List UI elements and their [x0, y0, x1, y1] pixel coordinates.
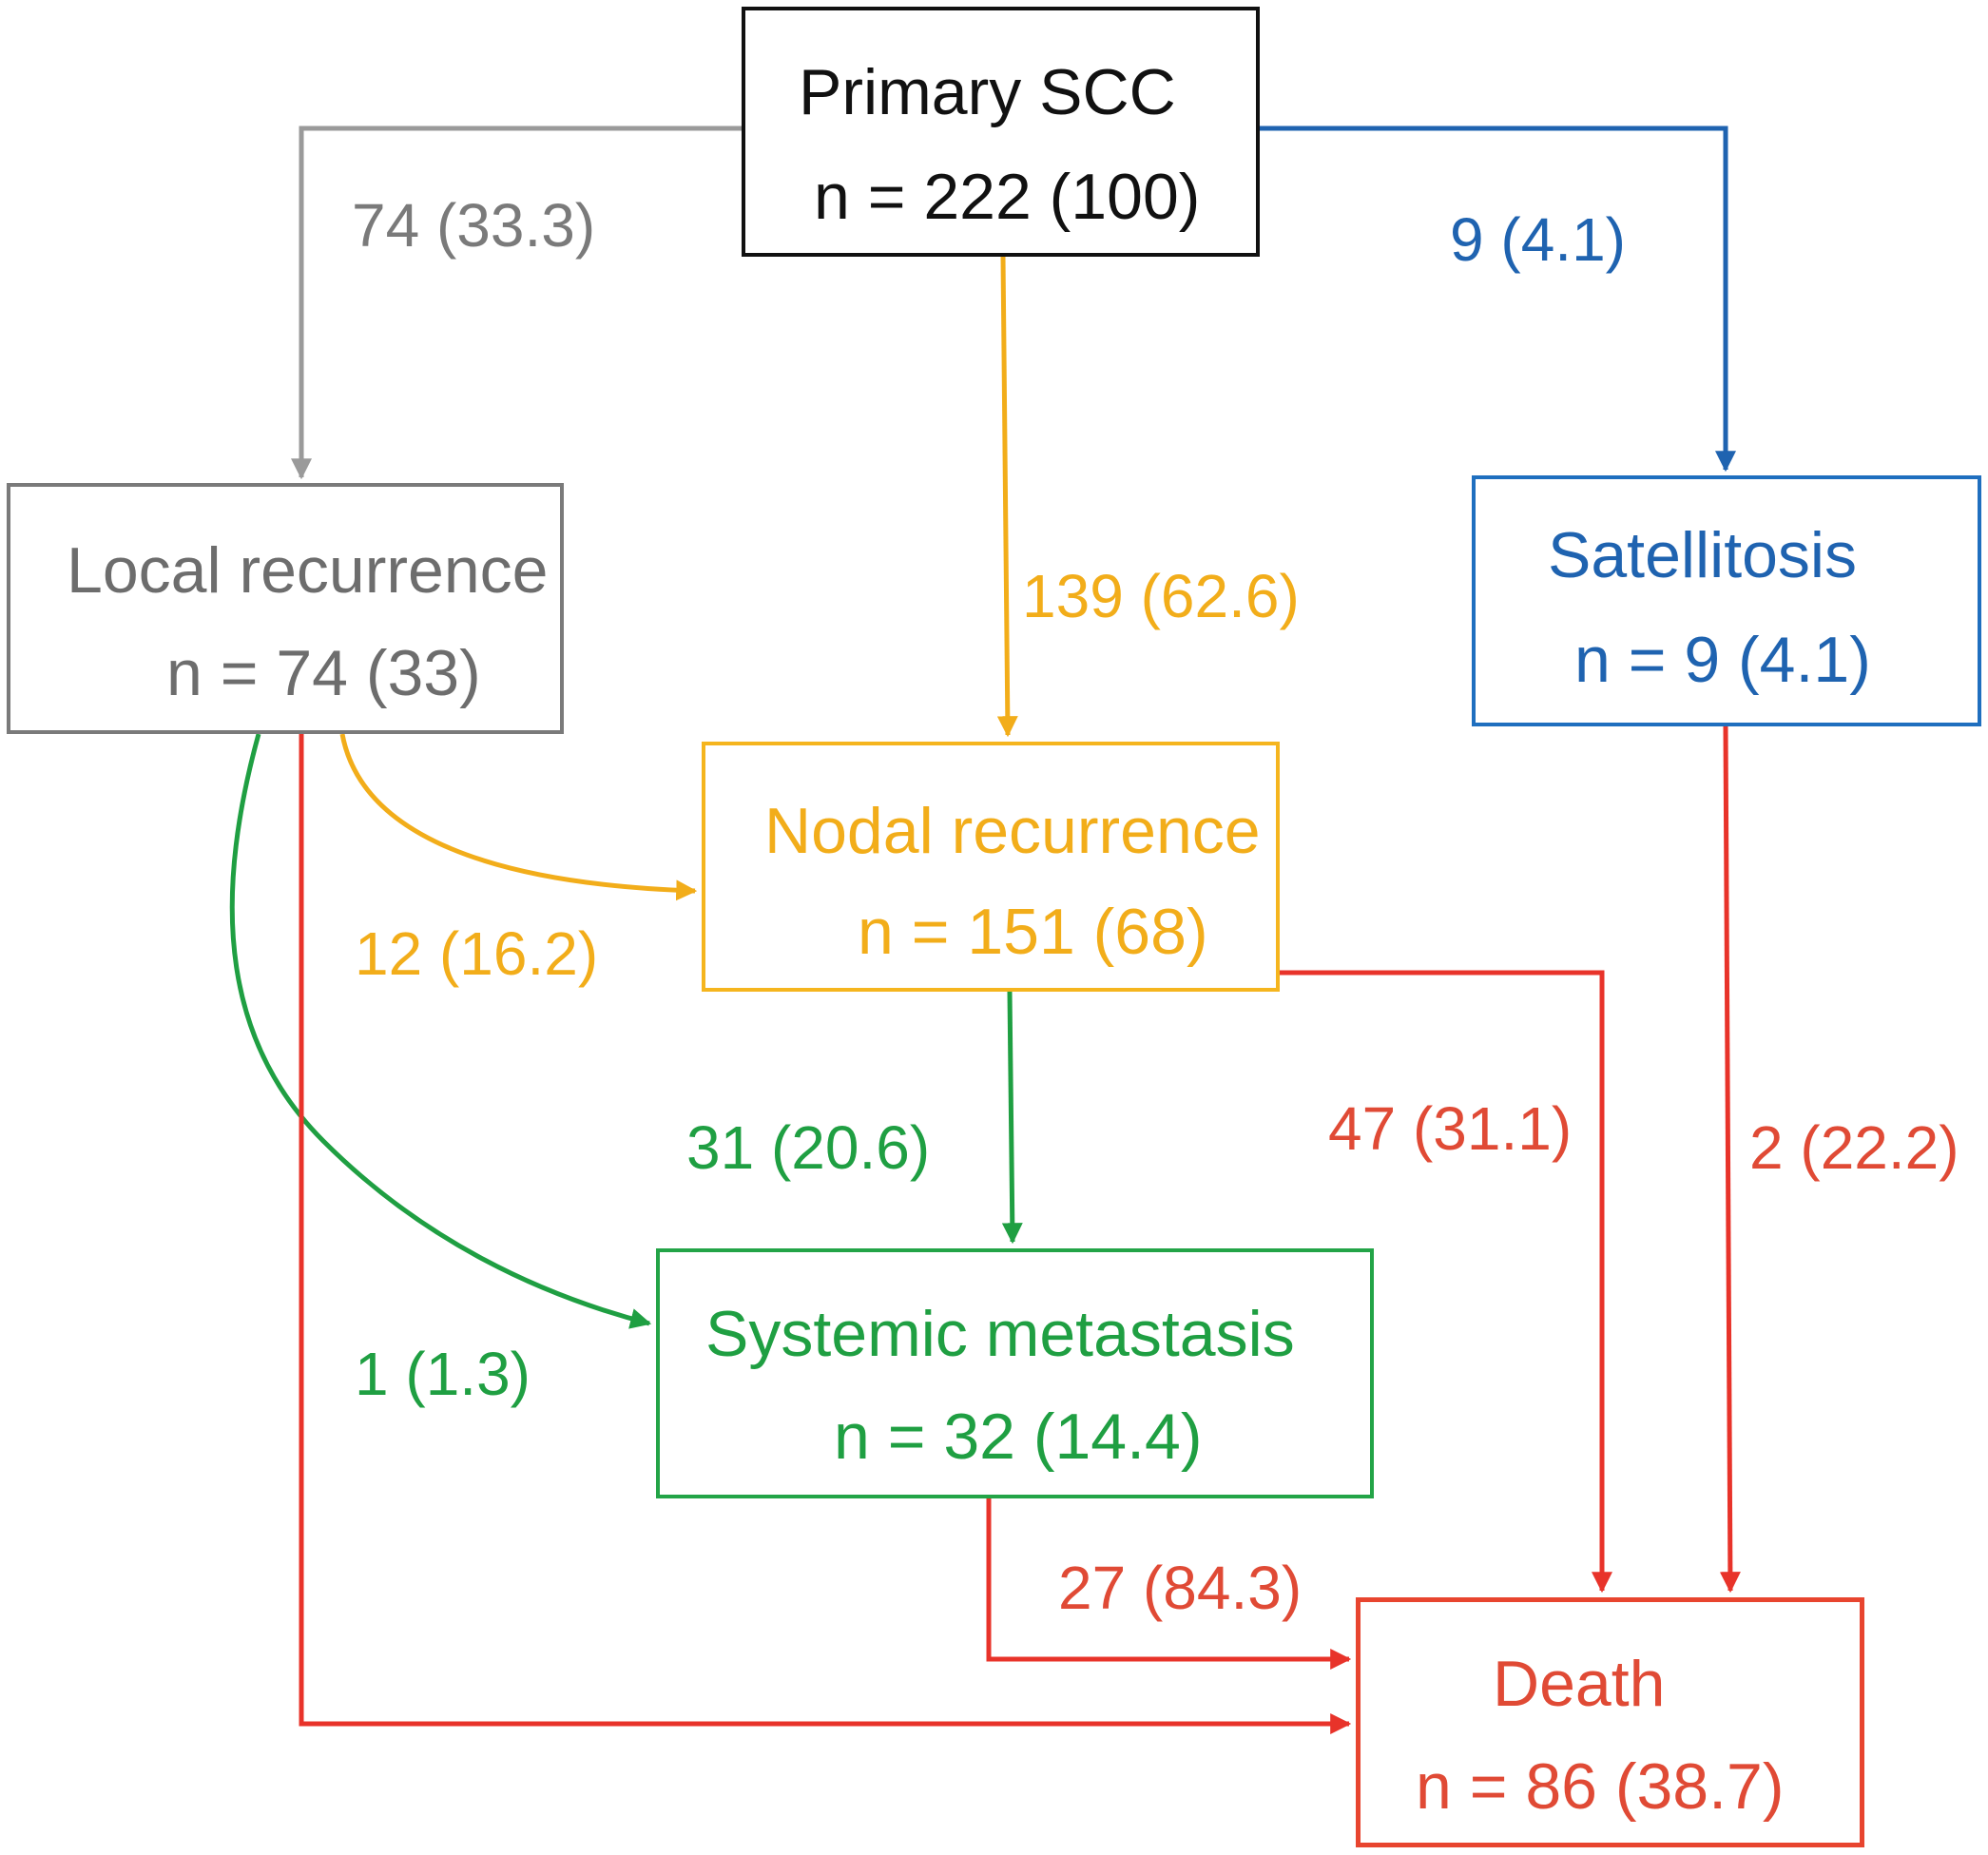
node-title: Satellitosis	[1548, 519, 1858, 591]
edge-label-satellitosis-to-death: 2 (22.2)	[1749, 1113, 1959, 1182]
node-title: Nodal recurrence	[764, 795, 1261, 867]
node-title: Systemic metastasis	[705, 1298, 1295, 1370]
edge-satellitosis-to-death	[1719, 725, 1741, 1594]
node-satellitosis: Satellitosis n = 9 (4.1)	[1472, 475, 1981, 726]
node-nodal-recurrence: Nodal recurrence n = 151 (68)	[702, 742, 1280, 992]
edge-primary-to-satellitosis	[1260, 126, 1736, 473]
node-count: n = 86 (38.7)	[1416, 1750, 1785, 1823]
edge-local-to-systemic	[229, 733, 652, 1329]
edge-primary-to-nodal	[996, 256, 1018, 738]
node-count: n = 32 (14.4)	[834, 1401, 1203, 1473]
edge-nodal-to-systemic	[1001, 991, 1023, 1245]
edge-label-local-to-nodal: 12 (16.2)	[355, 919, 599, 988]
edge-label-local-to-systemic: 1 (1.3)	[355, 1340, 531, 1408]
edge-label-nodal-to-systemic: 31 (20.6)	[686, 1113, 931, 1182]
edge-local-to-nodal	[339, 733, 698, 901]
edge-primary-to-local	[291, 126, 742, 480]
node-systemic-metastasis: Systemic metastasis n = 32 (14.4)	[656, 1248, 1374, 1498]
edge-label-systemic-to-death: 27 (84.3)	[1058, 1554, 1303, 1622]
node-local-recurrence: Local recurrence n = 74 (33)	[7, 483, 564, 734]
edge-local-to-death	[299, 734, 1352, 1734]
edge-systemic-to-death	[986, 1498, 1352, 1670]
node-title: Primary SCC	[799, 56, 1176, 128]
node-title: Death	[1493, 1648, 1666, 1720]
node-count: n = 151 (68)	[858, 896, 1208, 968]
edge-label-primary-to-local: 74 (33.3)	[352, 191, 596, 260]
node-title: Local recurrence	[67, 534, 549, 607]
node-primary-scc: Primary SCC n = 222 (100)	[742, 7, 1260, 257]
edge-nodal-to-death	[1274, 970, 1612, 1594]
edge-label-nodal-to-death: 47 (31.1)	[1328, 1094, 1573, 1163]
edge-label-primary-to-nodal: 139 (62.6)	[1022, 562, 1300, 630]
node-death: Death n = 86 (38.7)	[1356, 1597, 1864, 1847]
node-count: n = 74 (33)	[166, 637, 481, 709]
node-count: n = 9 (4.1)	[1574, 624, 1871, 696]
node-count: n = 222 (100)	[814, 161, 1201, 233]
edge-label-primary-to-satellitosis: 9 (4.1)	[1450, 205, 1626, 274]
